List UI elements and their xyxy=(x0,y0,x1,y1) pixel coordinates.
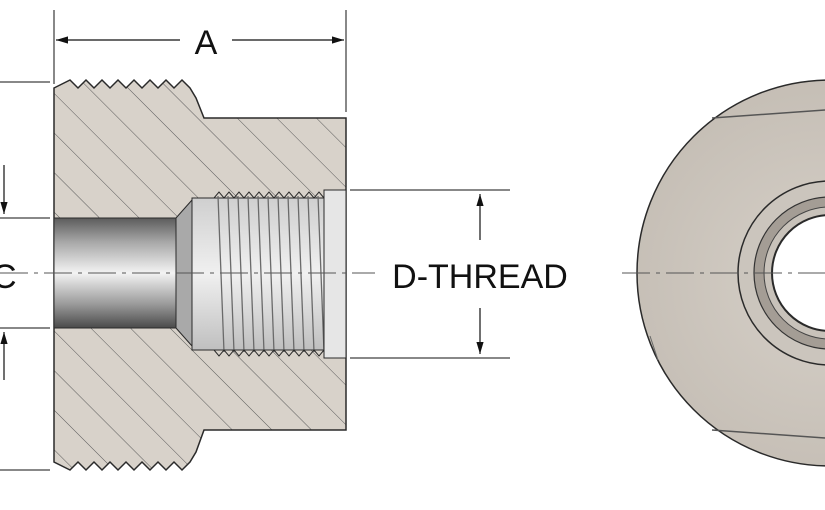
dimension-label-a: A xyxy=(195,24,218,62)
thread-teeth-top xyxy=(213,191,325,199)
bore xyxy=(53,217,189,329)
thread-teeth-bottom xyxy=(213,349,325,357)
dimension-label-d-thread: D-THREAD xyxy=(392,258,568,296)
thread-region xyxy=(191,197,343,351)
end-view-flat-top xyxy=(711,109,825,119)
end-view-ridge xyxy=(649,335,659,361)
end-view-flat-bottom xyxy=(711,429,825,439)
dimension-c: C xyxy=(0,81,50,471)
end-view xyxy=(622,79,825,467)
thread-mouth xyxy=(323,189,347,359)
dimension-a: A xyxy=(53,10,347,112)
thread-lines xyxy=(217,195,325,353)
dimension-d-thread: D-THREAD xyxy=(350,189,568,359)
dimension-label-c: C xyxy=(0,258,17,296)
section-view xyxy=(0,78,375,472)
